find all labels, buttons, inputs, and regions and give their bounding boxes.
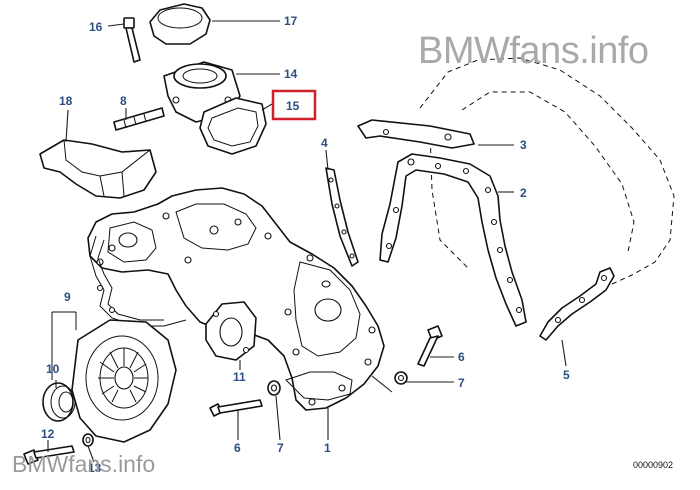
callout-10: 10 bbox=[46, 362, 60, 376]
callout-4: 4 bbox=[321, 136, 328, 150]
callout-18: 18 bbox=[59, 94, 73, 108]
part-17-cap bbox=[149, 3, 211, 45]
part-18-bracket bbox=[39, 139, 157, 199]
callout-2: 2 bbox=[520, 186, 527, 200]
part-13-washer bbox=[82, 433, 94, 447]
callout-3: 3 bbox=[520, 138, 527, 152]
watermark-bottom: BMWfans.info bbox=[12, 451, 156, 477]
callout-8: 8 bbox=[120, 94, 127, 108]
callout-6-lower: 6 bbox=[234, 441, 241, 455]
callout-labels: 16 17 14 15 18 8 4 3 2 9 10 11 6 7 5 6 7… bbox=[41, 14, 570, 475]
diagram-code: 00000902 bbox=[633, 460, 674, 470]
part-15-gasket bbox=[199, 97, 267, 155]
part-12-bolt bbox=[23, 445, 75, 465]
callout-5: 5 bbox=[563, 368, 570, 382]
part-6-bolt-right bbox=[417, 325, 443, 367]
callout-17: 17 bbox=[284, 14, 298, 28]
callout-1: 1 bbox=[324, 441, 331, 455]
part-7-washer-right bbox=[394, 371, 408, 385]
part-2-gasket bbox=[379, 153, 527, 327]
callout-11: 11 bbox=[233, 370, 246, 384]
part-4-gasket-strip bbox=[325, 167, 359, 267]
part-8-stud bbox=[113, 107, 165, 131]
cover-gasket bbox=[89, 235, 187, 327]
callout-14: 14 bbox=[284, 67, 298, 81]
highlight-box-15 bbox=[271, 89, 317, 121]
part-6-bolt-lower bbox=[209, 399, 263, 417]
vibration-damper bbox=[71, 319, 177, 443]
callout-15: 15 bbox=[286, 99, 300, 113]
watermark-top: BMWfans.info bbox=[418, 30, 649, 72]
part-1-timing-case-cover bbox=[87, 187, 385, 411]
callout-7-right: 7 bbox=[458, 376, 465, 390]
leader-lines bbox=[47, 20, 567, 463]
part-5-gasket bbox=[539, 267, 615, 341]
callout-6-right: 6 bbox=[458, 350, 465, 364]
callout-9: 9 bbox=[64, 290, 71, 304]
callout-12: 12 bbox=[41, 427, 55, 441]
part-3-gasket bbox=[357, 119, 475, 149]
callout-7-lower: 7 bbox=[277, 441, 284, 455]
callout-13: 13 bbox=[88, 461, 102, 475]
part-16-bolt bbox=[123, 17, 141, 63]
part-11-seal-ring bbox=[205, 301, 257, 361]
callout-16: 16 bbox=[89, 20, 103, 34]
part-7-washer-lower bbox=[267, 380, 281, 396]
